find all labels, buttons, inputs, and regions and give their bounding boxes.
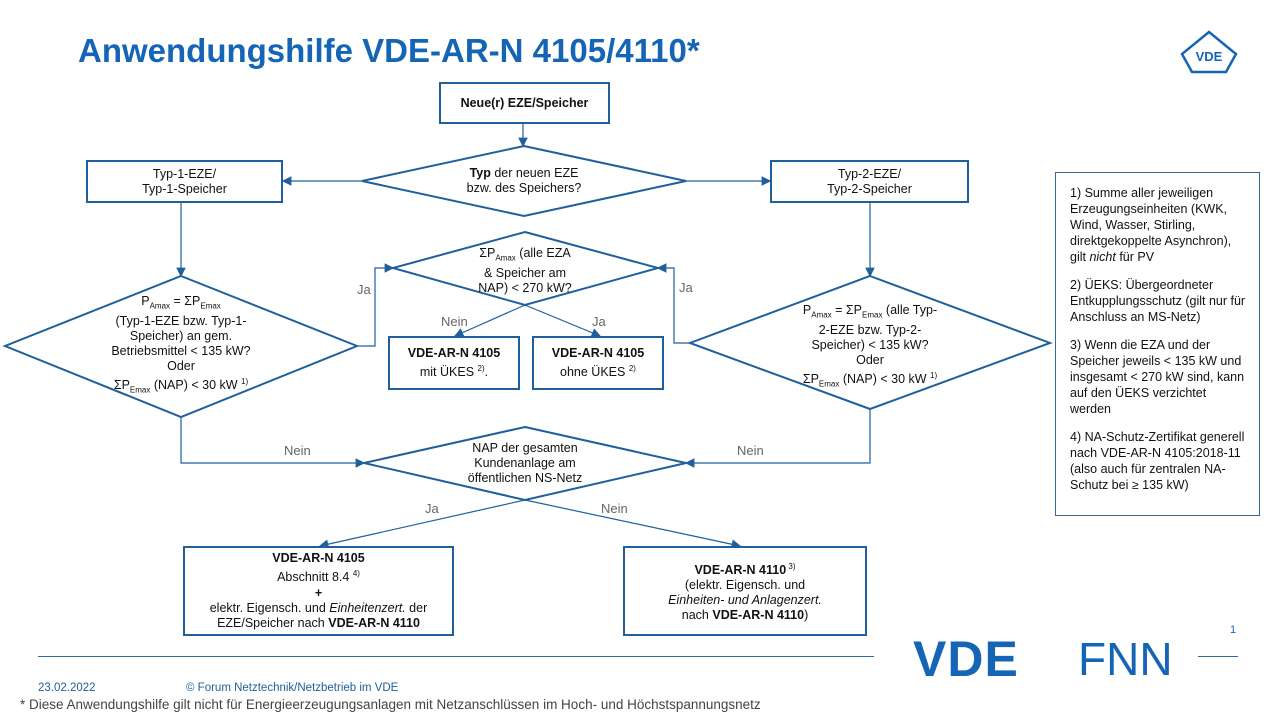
footer-date: 23.02.2022 (38, 682, 96, 694)
footer-divider-right (1198, 656, 1238, 657)
right-question-text: PAmax = ΣPEmax (alle Typ- 2-EZE bzw. Typ… (802, 303, 938, 389)
type-question-text: Typ der neuen EZE bzw. des Speichers? (466, 166, 582, 195)
page-title: Anwendungshilfe VDE-AR-N 4105/4110* (78, 32, 700, 69)
vde-logo-text: VDE (1196, 49, 1223, 64)
fnn-brand-logo: FNN (1078, 633, 1173, 685)
label-nein-right: Nein (737, 443, 764, 458)
mid-question-text: ΣPAmax (alle EZA & Speicher am NAP) < 27… (478, 246, 572, 295)
footer-footnote: * Diese Anwendungshilfe gilt nicht für E… (20, 697, 761, 712)
diamond-left-question (2, 274, 360, 419)
diamond-type-question (361, 144, 687, 218)
type2-box: Typ-2-EZE/ Typ-2-Speicher (770, 160, 969, 203)
note-2: 2) ÜEKS: Übergeordneter Entkupplungsschu… (1070, 278, 1246, 324)
label-ja-nap: Ja (425, 501, 439, 516)
type1-box: Typ-1-EZE/ Typ-1-Speicher (86, 160, 283, 203)
note-3: 3) Wenn die EZA und der Speicher jeweils… (1070, 338, 1245, 416)
diamond-mid-question (389, 230, 662, 307)
result-4110-final: VDE-AR-N 4110 3) (elektr. Eigensch. und … (623, 546, 867, 636)
footer-copyright: © Forum Netztechnik/Netzbetrieb im VDE (186, 682, 399, 694)
footer-divider-left (38, 656, 874, 657)
result-4105-final: VDE-AR-N 4105 Abschnitt 8.4 4) + elektr.… (183, 546, 454, 636)
diamond-nap-question (363, 425, 687, 502)
note-4: 4) NA-Schutz-Zertifikat generell nach VD… (1070, 430, 1245, 492)
label-ja-left: Ja (357, 282, 371, 297)
vde-logo-icon: VDE (1180, 30, 1238, 74)
start-label: Neue(r) EZE/Speicher (460, 95, 589, 110)
label-nein-mid: Nein (441, 314, 468, 329)
label-ja-right: Ja (679, 280, 693, 295)
diamond-right-question (687, 274, 1053, 411)
result-4105-without-ukes: VDE-AR-N 4105 ohne ÜKES 2) (532, 336, 664, 390)
label-nein-nap: Nein (601, 501, 628, 516)
label-ja-mid: Ja (592, 314, 606, 329)
note-1: 1) Summe aller jeweiligen Erzeugungseinh… (1070, 186, 1232, 264)
left-question-text: PAmax = ΣPEmax (Typ-1-EZE bzw. Typ-1- Sp… (111, 294, 251, 395)
label-nein-left: Nein (284, 443, 311, 458)
page-number: 1 (1230, 624, 1237, 636)
result-4105-with-ukes: VDE-AR-N 4105 mit ÜKES 2). (388, 336, 520, 390)
footnotes-panel: 1) Summe aller jeweiligen Erzeugungseinh… (1055, 172, 1260, 516)
nap-question-text: NAP der gesamten Kundenanlage am öffentl… (467, 441, 583, 485)
vde-brand-logo: VDE (913, 631, 1019, 687)
start-box: Neue(r) EZE/Speicher (439, 82, 610, 124)
